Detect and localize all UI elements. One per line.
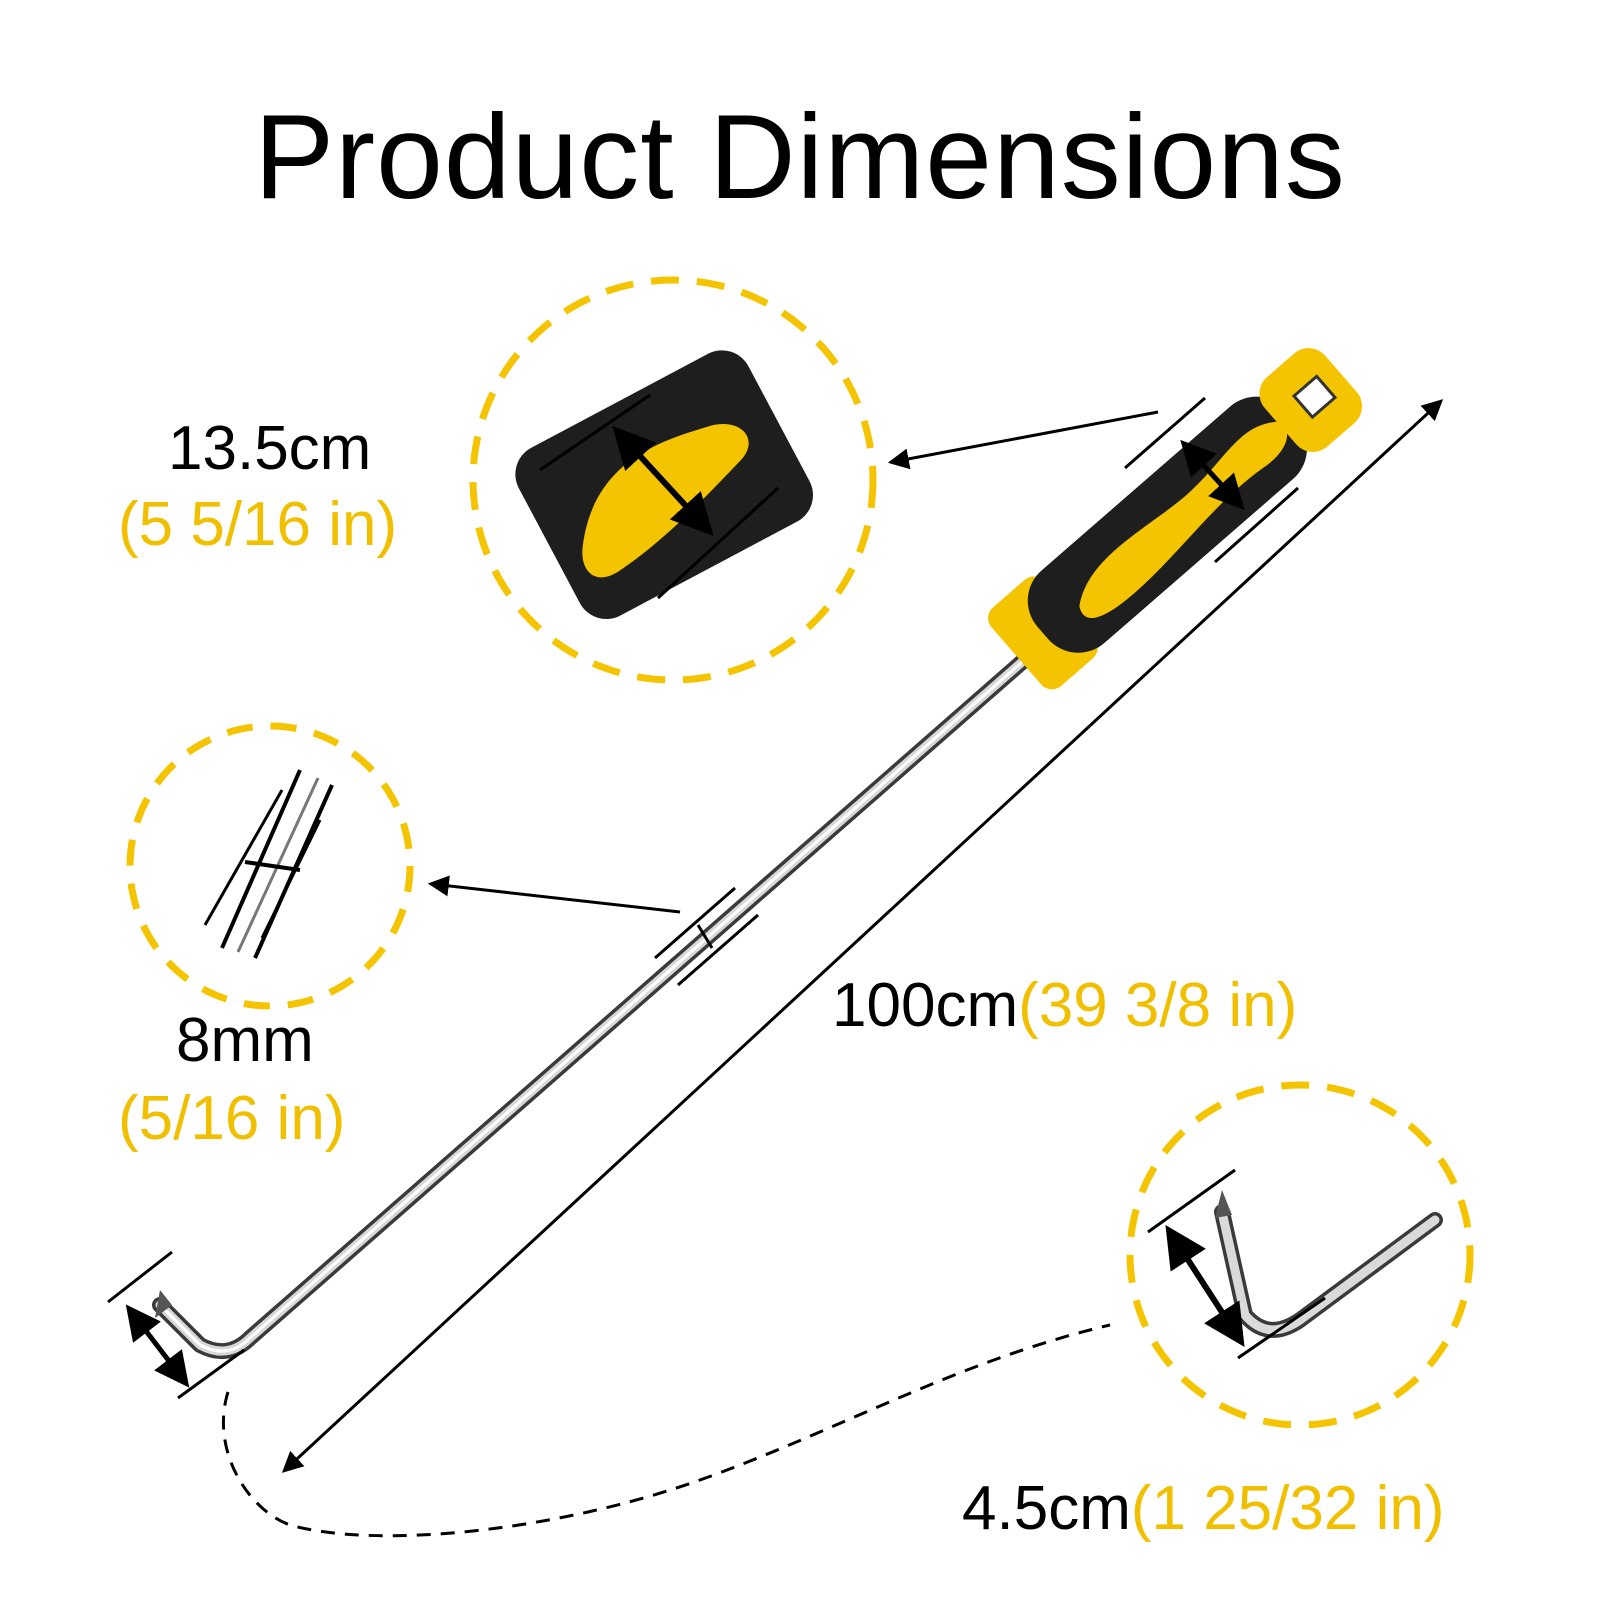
shaft-pointer-arrow [427,875,681,914]
shaft-diameter-metric: 8mm [176,1006,314,1075]
total-length-imperial: (39 3/8 in) [1018,971,1298,1040]
hook-length-metric: 4.5cm [962,1474,1131,1543]
hook-length-imperial: (1 25/32 in) [1130,1474,1445,1543]
shaft-diameter-imperial: (5/16 in) [118,1084,346,1153]
shaft-callout [126,722,681,1010]
handle-length-metric: 13.5cm [168,414,372,483]
hook-dashed-connector [222,1323,1111,1538]
handle-length-imperial: (5 5/16 in) [118,490,398,559]
total-length-metric: 100cm [832,971,1019,1040]
handle-pointer-arrow [887,410,1159,470]
page-title: Product Dimensions [254,90,1346,224]
hook-callout [222,1081,1474,1538]
handle-callout [469,276,1159,684]
total-length-arrow [281,399,1444,1473]
hook-length-label: 4.5cm(1 25/32 in) [962,1478,1444,1540]
total-length-label: 100cm(39 3/8 in) [832,975,1297,1037]
